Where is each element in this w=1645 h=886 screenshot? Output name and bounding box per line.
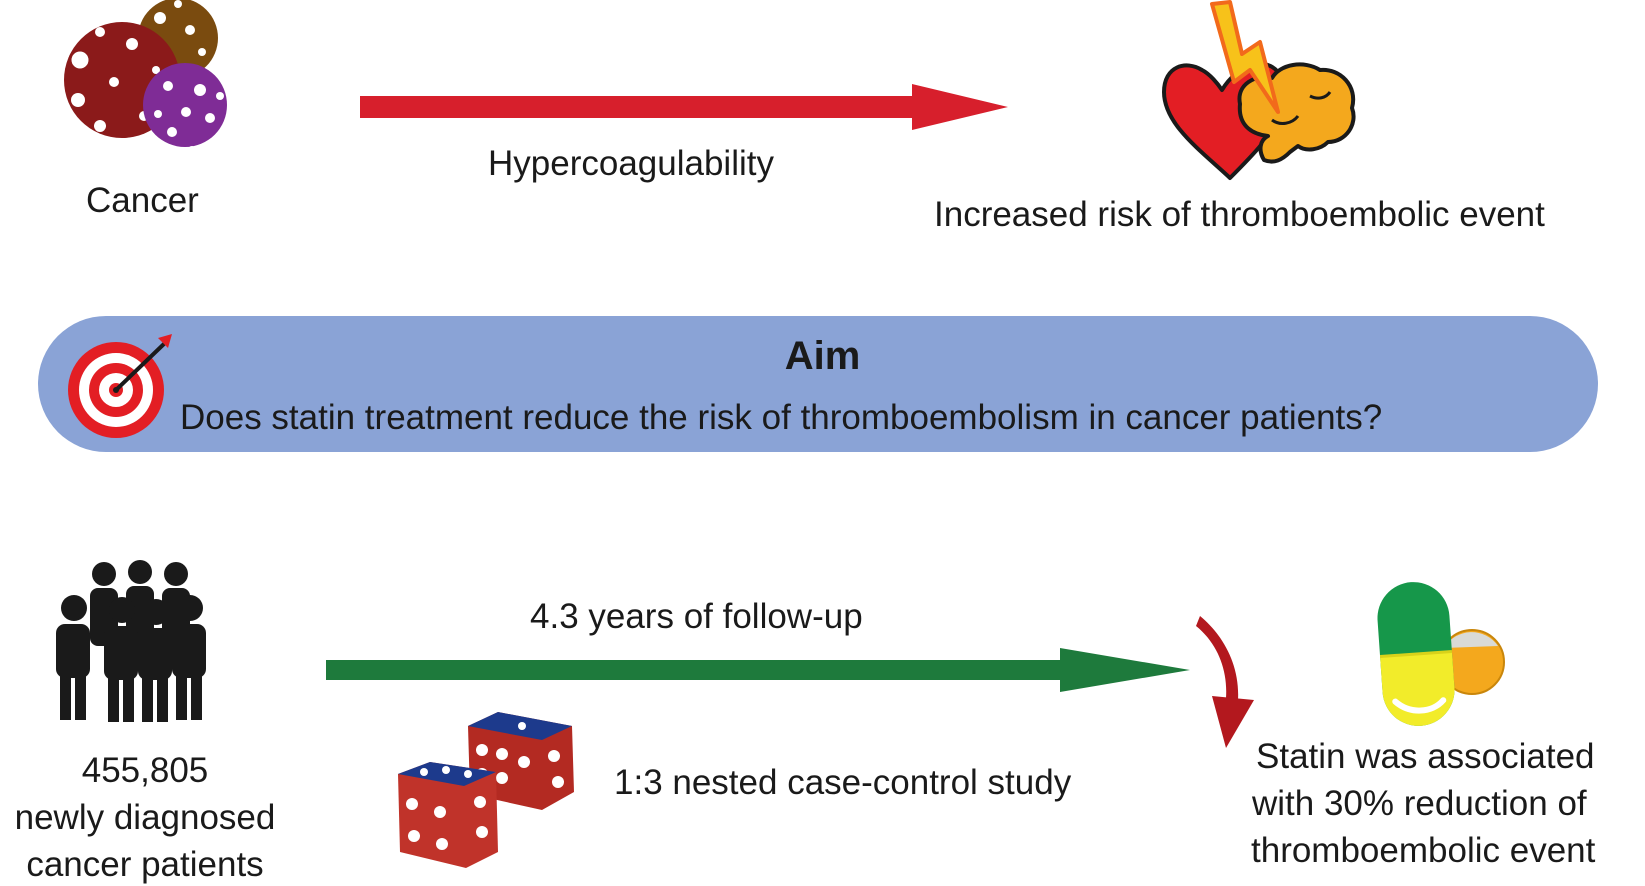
heart-brain-lightning-icon	[1162, 0, 1356, 180]
aim-question: Does statin treatment reduce the risk of…	[180, 398, 1383, 437]
hypercoagulability-label: Hypercoagulability	[488, 144, 774, 183]
follow-up-arrow	[326, 648, 1190, 692]
patients-description-line2: newly diagnosed	[14, 798, 276, 837]
curved-down-arrow-icon	[1196, 616, 1254, 748]
hypercoagulability-arrow	[360, 84, 1008, 130]
statin-pills-icon	[1377, 582, 1505, 726]
thromboembolic-risk-label: Increased risk of thromboembolic event	[934, 195, 1545, 234]
study-design-label: 1:3 nested case-control study	[614, 763, 1072, 802]
dice-icon	[398, 712, 574, 868]
patients-description-line3: cancer patients	[26, 845, 264, 884]
result-line2: with 30% reduction of	[1252, 784, 1587, 823]
result-line3: thromboembolic event	[1251, 831, 1596, 870]
result-line1: Statin was associated	[1256, 737, 1595, 776]
cancer-label: Cancer	[86, 181, 199, 220]
patients-count: 455,805	[81, 751, 209, 790]
aim-banner	[38, 316, 1598, 452]
cancer-cells-icon	[64, 0, 227, 154]
follow-up-label: 4.3 years of follow-up	[530, 597, 863, 636]
aim-title: Aim	[784, 334, 861, 378]
patients-group-icon	[56, 560, 206, 722]
target-icon	[68, 334, 172, 438]
